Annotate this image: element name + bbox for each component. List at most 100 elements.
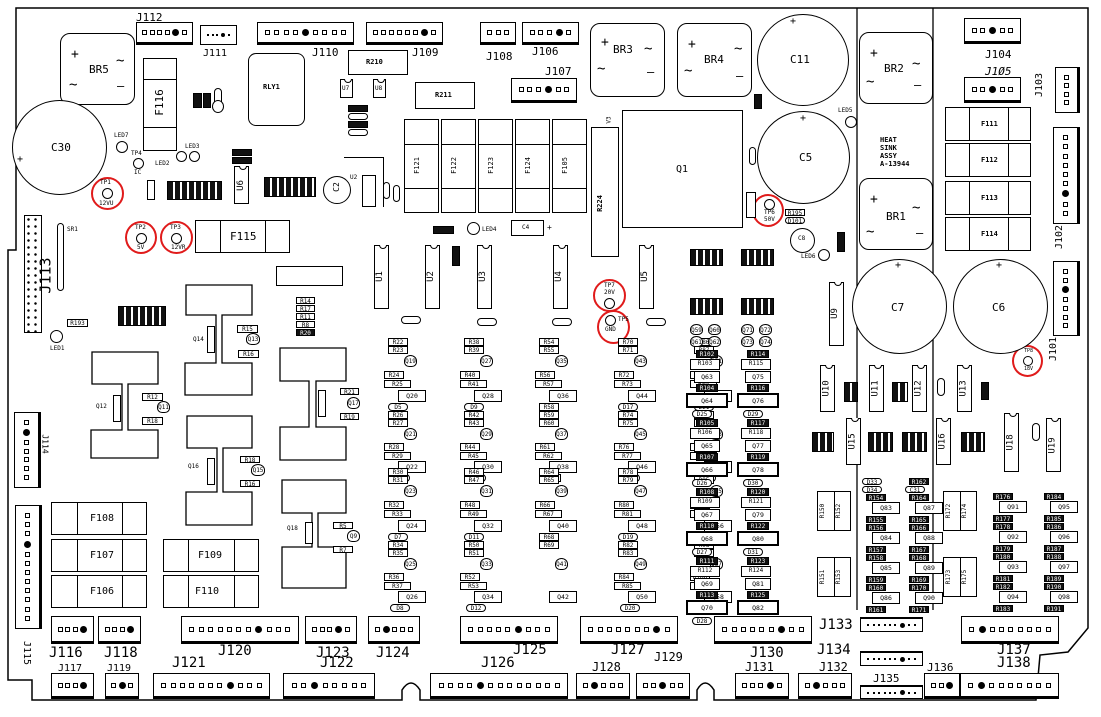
connector-j118[interactable]	[98, 616, 141, 644]
resistor-r15: R15	[237, 325, 258, 333]
testpoint-tp3[interactable]	[171, 233, 182, 244]
connector-j123[interactable]	[305, 616, 357, 644]
connector-j132[interactable]	[798, 673, 852, 699]
fuse-f105: F105	[552, 119, 587, 213]
resistor-r73: R73	[614, 380, 641, 388]
connector-j103[interactable]	[1055, 67, 1080, 113]
ic-u13: U13	[957, 365, 972, 412]
connector-j133[interactable]	[860, 617, 923, 632]
resistor-array	[868, 432, 893, 452]
diode-d31: D31	[743, 548, 763, 556]
testpoint-tp2[interactable]	[136, 233, 147, 244]
testpoint-tp3-highlight[interactable]: TP3 12VR	[160, 221, 193, 254]
resistor-r110: R110	[696, 522, 718, 530]
connector-j136[interactable]	[924, 673, 960, 699]
diode-d28: D28	[692, 617, 712, 625]
connector-j105[interactable]	[964, 77, 1021, 103]
resistor-array	[741, 249, 774, 266]
resistor-r178: R178	[993, 523, 1013, 531]
connector-j125[interactable]	[460, 616, 558, 644]
component-outline	[276, 266, 343, 286]
testpoint-tp8[interactable]	[1023, 356, 1033, 366]
resistor-r20: R20	[296, 329, 315, 337]
resistor-r195: R195	[785, 209, 805, 217]
connector-j104[interactable]	[964, 18, 1021, 44]
connector-j137[interactable]	[961, 616, 1059, 644]
connector-j102[interactable]	[1053, 127, 1080, 224]
resistor-r48: R48	[460, 501, 480, 509]
connector-j138[interactable]	[960, 673, 1059, 699]
connector-j130[interactable]	[714, 616, 812, 644]
connector-j129[interactable]	[636, 673, 690, 699]
transistor-q95: Q95	[1050, 501, 1078, 513]
capacitor-c4: C4	[511, 220, 544, 236]
resistor-r29: R29	[384, 452, 411, 460]
connector-j110[interactable]	[257, 22, 354, 45]
transistor-q44: Q44	[628, 390, 656, 402]
connector-j114[interactable]	[14, 412, 41, 488]
fuse-f110: F110	[163, 575, 259, 608]
capacitor	[401, 316, 421, 324]
connector-j131[interactable]	[735, 673, 789, 699]
testpoint-tp5[interactable]	[605, 315, 616, 326]
testpoint-tp7-highlight[interactable]: TP7 20V	[593, 279, 626, 312]
resistor-r85: R85	[614, 582, 641, 590]
resistor-r187: R187	[1044, 545, 1064, 553]
fuse-f123: F123	[478, 119, 513, 213]
transistor-q63: Q63	[694, 371, 720, 383]
testpoint-tp1[interactable]	[102, 188, 113, 199]
connector-j109[interactable]	[366, 22, 443, 45]
resistor-array	[690, 249, 723, 266]
resistor-r14: R14	[296, 297, 315, 305]
resistor-r61: R61	[535, 443, 555, 451]
resistor-r120: R120	[747, 488, 769, 496]
connector-j122[interactable]	[283, 673, 375, 699]
connector-j134[interactable]	[860, 651, 923, 666]
connector-j115[interactable]	[15, 505, 42, 629]
connector-j116[interactable]	[51, 616, 94, 644]
resistor-r102: R102	[696, 350, 718, 358]
connector-j111[interactable]	[200, 25, 237, 45]
resistor-r76: R76	[614, 443, 634, 451]
resistor-r188: R188	[1044, 553, 1064, 561]
testpoint-tp6[interactable]	[764, 199, 775, 210]
resistor	[981, 382, 989, 400]
testpoint-tp6-highlight[interactable]: TP6 50V	[752, 194, 784, 227]
transistor-q90: Q90	[915, 592, 943, 604]
connector-j127[interactable]	[580, 616, 678, 644]
connector-j108[interactable]	[480, 22, 516, 45]
connector-j117[interactable]	[51, 673, 94, 699]
connector-j101[interactable]	[1053, 261, 1080, 336]
testpoint-tp7[interactable]	[604, 298, 615, 309]
fuse-f109: F109	[163, 539, 259, 572]
transistor-q16-tab	[207, 458, 215, 485]
connector-j135[interactable]	[860, 685, 923, 699]
testpoint-tp5-highlight[interactable]: TP5 GND	[597, 310, 630, 344]
transistor-q72: Q72	[759, 324, 772, 335]
testpoint-tp4[interactable]	[133, 158, 144, 169]
testpoint-tp1-highlight[interactable]: TP1 12VU	[91, 177, 124, 210]
testpoint-tp8-highlight[interactable]: TP8 18V	[1012, 345, 1043, 377]
capacitor-c31: C31	[905, 486, 925, 494]
heat-sink-label: HEAT SINK ASSY A-13944	[880, 136, 910, 168]
transistor-q81: Q81	[745, 578, 771, 590]
testpoint-tp2-highlight[interactable]: TP2 5V	[125, 221, 157, 254]
resistor-array	[892, 382, 908, 402]
transistor-q21: Q21	[404, 428, 417, 440]
led7	[116, 141, 128, 153]
connector-j121[interactable]	[153, 673, 270, 699]
connector-j126[interactable]	[430, 673, 568, 699]
capacitor	[552, 318, 572, 326]
connector-j112[interactable]	[136, 22, 193, 45]
connector-j107[interactable]	[511, 78, 577, 103]
connector-j120[interactable]	[181, 616, 299, 644]
connector-j124[interactable]	[368, 616, 420, 644]
transistor-q14-tab	[207, 326, 215, 353]
connector-j113[interactable]	[24, 215, 42, 333]
resistor-r167: R167	[909, 546, 929, 554]
connector-j106[interactable]	[522, 22, 579, 45]
connector-j128[interactable]	[576, 673, 630, 699]
connector-j119[interactable]	[105, 673, 139, 699]
resistor-r157: R157	[866, 546, 886, 554]
component	[746, 192, 756, 218]
